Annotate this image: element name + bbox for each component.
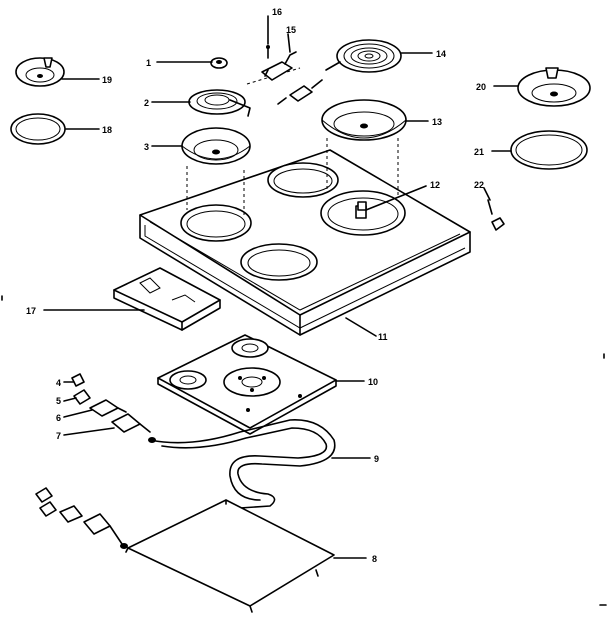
callout-19: 19 bbox=[102, 75, 112, 85]
leader-lines bbox=[43, 15, 519, 559]
terminal-4 bbox=[71, 373, 85, 387]
heating-element-9 bbox=[149, 419, 336, 509]
screw-16 bbox=[266, 45, 270, 59]
callout-17: 17 bbox=[26, 306, 36, 316]
drip-pan-3 bbox=[181, 127, 251, 165]
margin-marks bbox=[1, 295, 607, 606]
callout-16: 16 bbox=[272, 7, 282, 17]
trim-ring-18 bbox=[10, 113, 66, 145]
callout-labels: 1 2 3 4 5 6 7 8 9 10 11 12 13 14 15 16 1… bbox=[26, 7, 486, 564]
callout-20: 20 bbox=[476, 82, 486, 92]
surface-element-14 bbox=[325, 39, 402, 73]
terminal-5 bbox=[73, 389, 91, 405]
callout-21: 21 bbox=[474, 147, 484, 157]
callout-9: 9 bbox=[374, 454, 379, 464]
connector-7 bbox=[111, 413, 156, 443]
callout-1: 1 bbox=[146, 58, 151, 68]
callout-7: 7 bbox=[56, 431, 61, 441]
lower-terminals bbox=[35, 487, 128, 549]
drip-pan-13 bbox=[321, 99, 407, 141]
callout-22: 22 bbox=[474, 180, 484, 190]
callout-18: 18 bbox=[102, 125, 112, 135]
receptacle-connector bbox=[277, 79, 323, 105]
drip-pan-20 bbox=[517, 67, 591, 107]
terminal-block-15 bbox=[261, 51, 297, 81]
callout-10: 10 bbox=[368, 377, 378, 387]
surface-element-2 bbox=[188, 89, 251, 117]
bracket-17 bbox=[113, 267, 221, 331]
callout-11: 11 bbox=[378, 332, 388, 342]
callout-14: 14 bbox=[436, 49, 446, 59]
element-plate-10 bbox=[157, 334, 337, 435]
callout-8: 8 bbox=[372, 554, 377, 564]
bottom-panel-8 bbox=[125, 499, 335, 613]
sensor-12 bbox=[357, 201, 367, 211]
callout-4: 4 bbox=[56, 378, 61, 388]
callout-13: 13 bbox=[432, 117, 442, 127]
callout-6: 6 bbox=[56, 413, 61, 423]
callout-2: 2 bbox=[144, 98, 149, 108]
drip-pan-19 bbox=[15, 57, 65, 87]
callout-3: 3 bbox=[144, 142, 149, 152]
connector-6 bbox=[89, 399, 127, 417]
trim-ring-21 bbox=[510, 130, 588, 170]
callout-5: 5 bbox=[56, 396, 61, 406]
clip-22 bbox=[487, 199, 505, 231]
callout-12: 12 bbox=[430, 180, 440, 190]
knob-1 bbox=[210, 57, 228, 69]
alignment-lines bbox=[186, 67, 399, 215]
cooktop-body bbox=[139, 149, 471, 336]
callout-15: 15 bbox=[286, 25, 296, 35]
